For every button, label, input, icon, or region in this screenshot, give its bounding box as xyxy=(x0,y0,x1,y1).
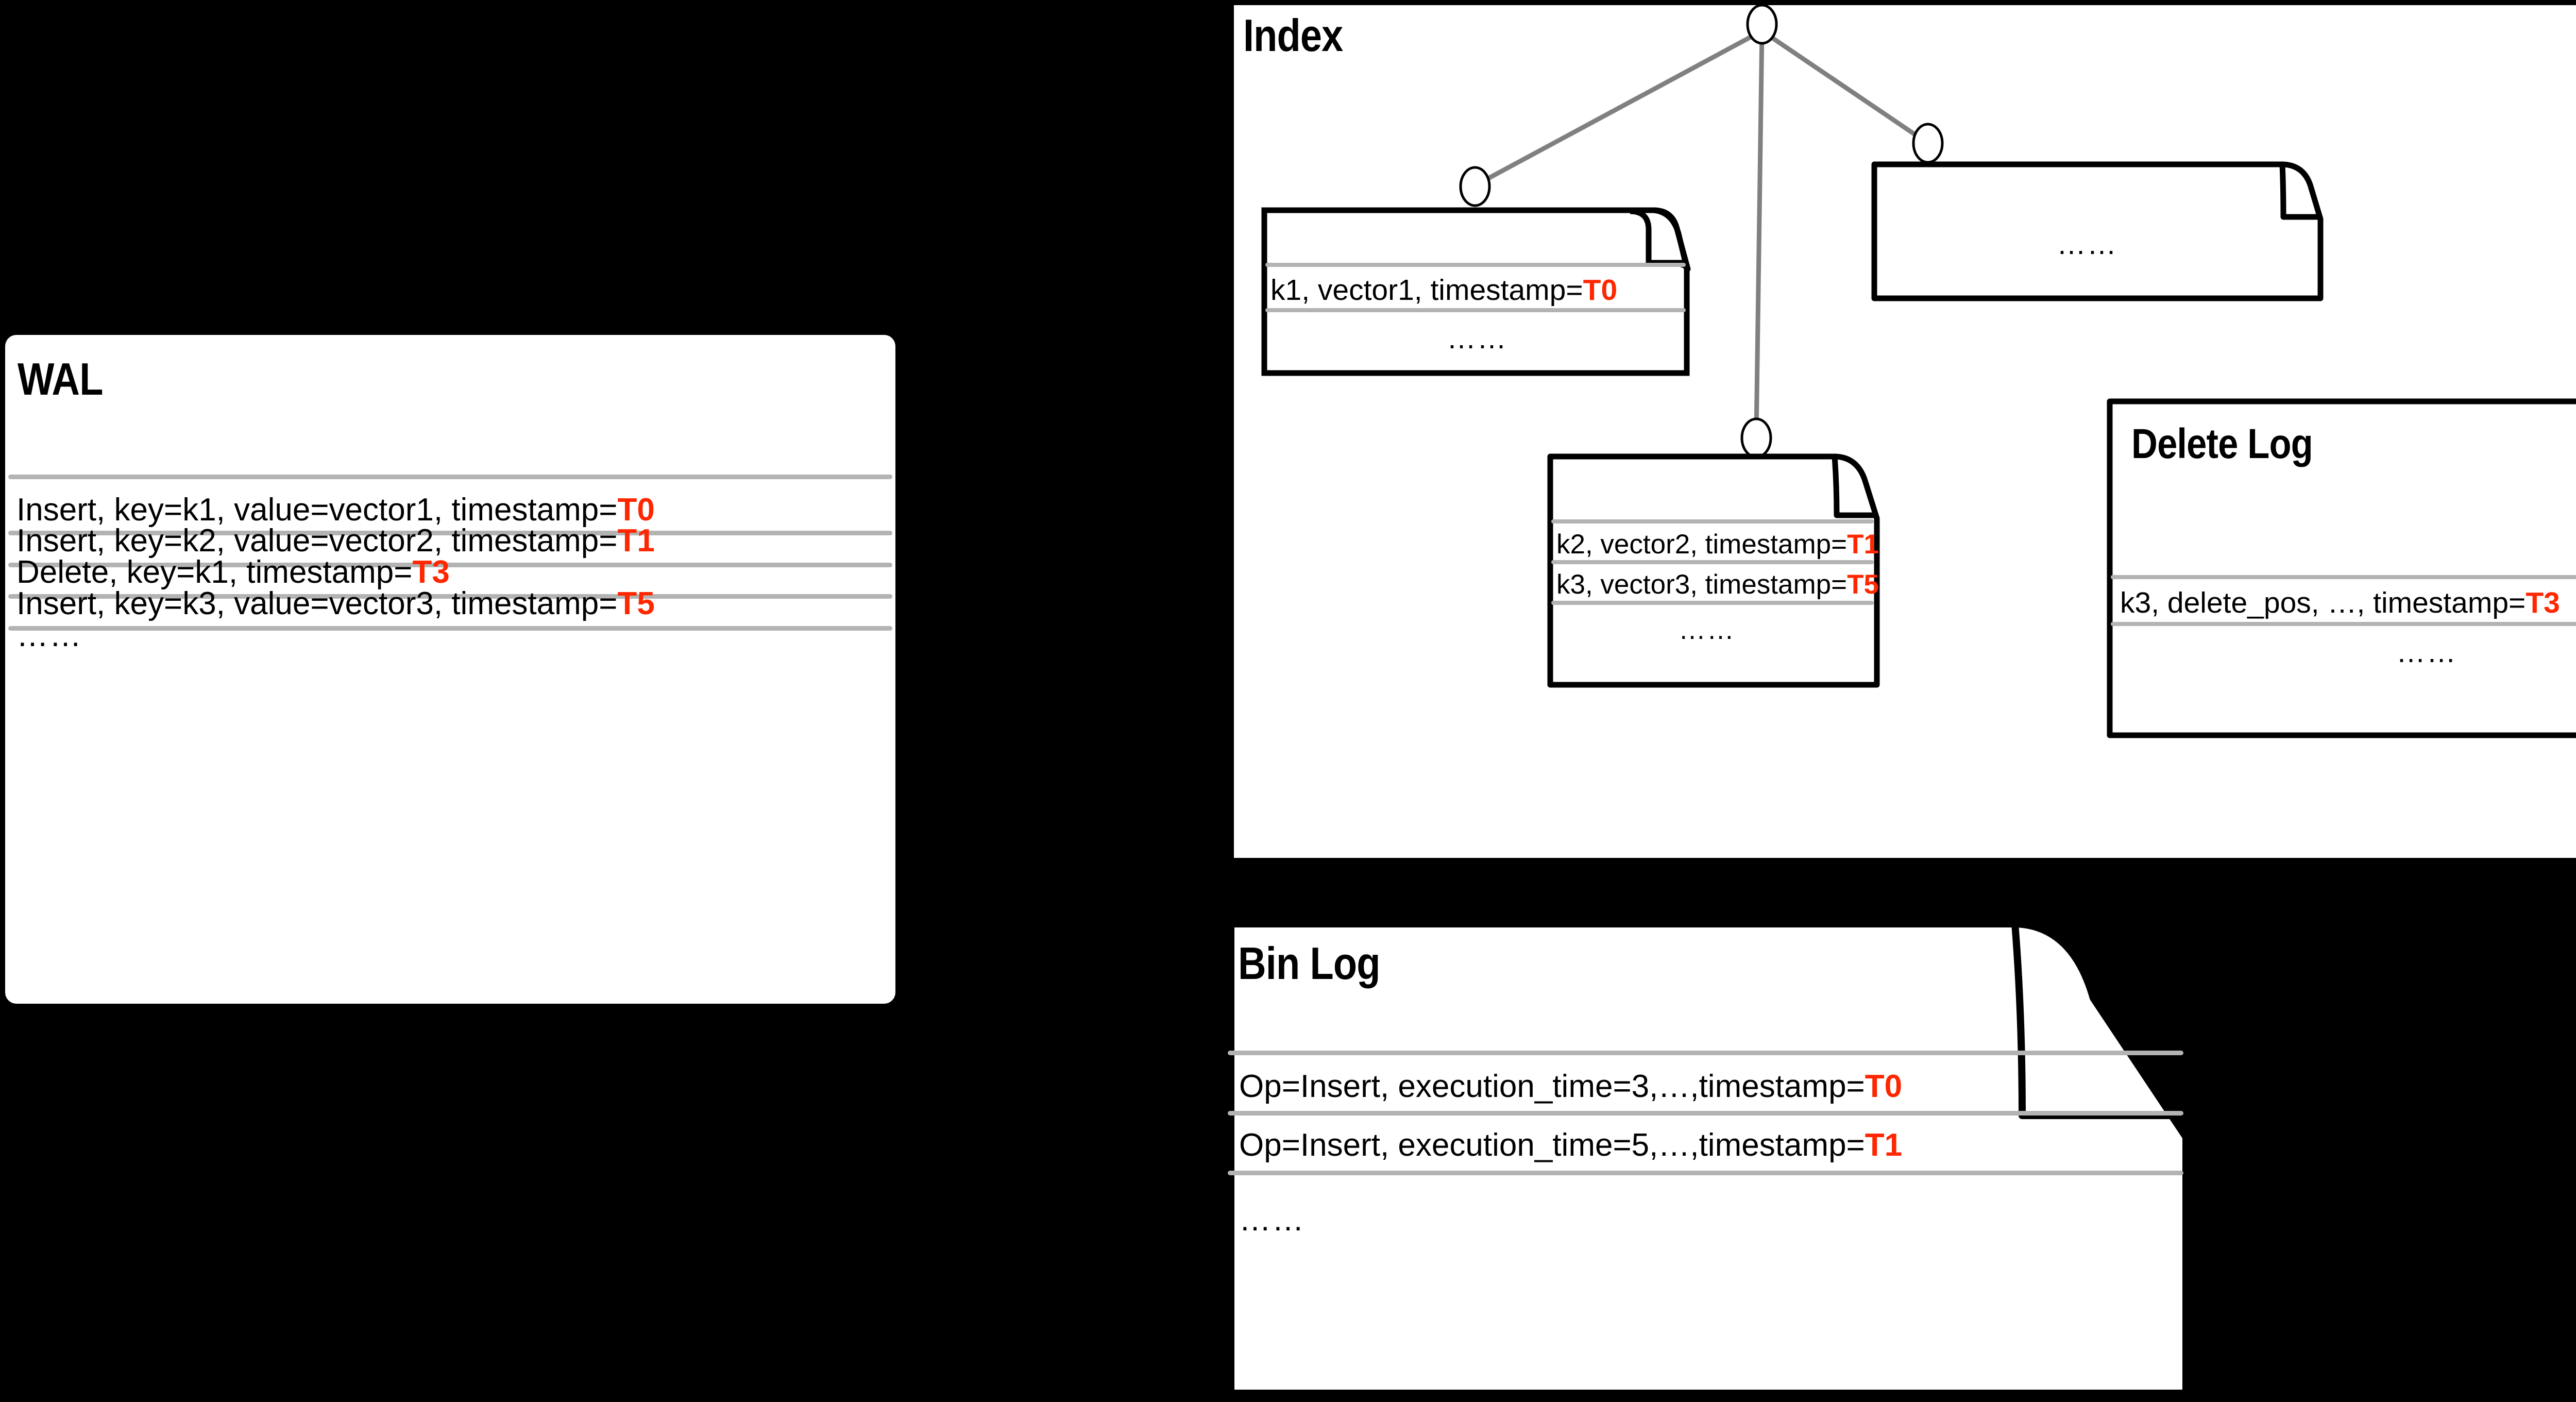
leaf-k2k3-row-1-text: k3, vector3, timestamp= xyxy=(1556,569,1848,600)
child-node-left xyxy=(1459,166,1491,207)
tree-edge-root-right xyxy=(1760,29,1929,145)
delete-log-separator xyxy=(2111,622,2576,626)
wal-row-2-text: Delete, key=k1, timestamp= xyxy=(16,554,413,590)
wal-separator xyxy=(8,475,892,479)
wal-row-1-text: Insert, key=k2, value=vector2, timestamp… xyxy=(16,523,618,559)
leaf-k1-row-0: k1, vector1, timestamp=T0 xyxy=(1270,273,1617,307)
wal-panel: WAL Insert, key=k1, value=vector1, times… xyxy=(5,335,895,1004)
index-leaf-more: …… xyxy=(1871,161,2324,301)
leaf-k2k3-row-1: k3, vector3, timestamp=T5 xyxy=(1556,569,1879,600)
tree-edge-root-middle xyxy=(1754,30,1765,433)
leaf-k2k3-row-0: k2, vector2, timestamp=T1 xyxy=(1556,529,1879,560)
delete-log-row-0: k3, delete_pos, …, timestamp=T3 xyxy=(2120,586,2560,620)
bin-log-row-0-timestamp: T0 xyxy=(1865,1069,1903,1104)
leaf-k2k3-row-0-text: k2, vector2, timestamp= xyxy=(1556,529,1848,560)
leaf-k2k3-separator xyxy=(1551,601,1874,605)
wal-row-0-text: Insert, key=k1, value=vector1, timestamp… xyxy=(16,492,618,528)
leaf-k2k3-separator xyxy=(1551,560,1874,564)
index-panel: Index xyxy=(1234,4,2576,858)
index-leaf-k1: k1, vector1, timestamp=T0 …… xyxy=(1261,207,1691,376)
wal-separator xyxy=(8,531,892,535)
leaf-k2k3-row-0-timestamp: T1 xyxy=(1847,529,1879,560)
bin-log-separator xyxy=(1228,1051,2183,1055)
delete-log-row-0-text: k3, delete_pos, …, timestamp= xyxy=(2120,586,2526,619)
wal-title: WAL xyxy=(18,353,103,404)
bin-log-separator xyxy=(1228,1111,2183,1116)
wal-separator xyxy=(8,594,892,599)
leaf-more-ellipsis: …… xyxy=(2057,228,2117,261)
delete-log-row-0-timestamp: T3 xyxy=(2526,586,2560,619)
bin-log-separator xyxy=(1228,1171,2183,1175)
bin-log-row-0: Op=Insert, execution_time=3,…,timestamp=… xyxy=(1239,1068,1902,1105)
wal-row-3: Insert, key=k3, value=vector3, timestamp… xyxy=(16,585,655,622)
bin-log-ellipsis: …… xyxy=(1239,1202,1305,1238)
leaf-k2k3-row-1-timestamp: T5 xyxy=(1847,569,1879,600)
delete-log-ellipsis: …… xyxy=(2396,636,2457,669)
child-node-middle xyxy=(1740,417,1772,459)
bin-log-panel: Bin Log Op=Insert, execution_time=3,…,ti… xyxy=(1227,920,2222,1397)
delete-log-title: Delete Log xyxy=(2131,420,2313,467)
bin-log-title: Bin Log xyxy=(1238,938,1380,989)
leaf-k2k3-ellipsis: …… xyxy=(1679,615,1735,645)
wal-row-1: Insert, key=k2, value=vector2, timestamp… xyxy=(16,522,655,559)
wal-row-1-timestamp: T1 xyxy=(617,523,655,559)
leaf-k1-separator xyxy=(1265,308,1686,312)
index-leaf-k2-k3: k2, vector2, timestamp=T1 k3, vector3, t… xyxy=(1547,453,1882,688)
bin-log-row-1-text: Op=Insert, execution_time=5,…,timestamp= xyxy=(1239,1127,1865,1163)
index-title: Index xyxy=(1243,10,1343,61)
wal-row-3-text: Insert, key=k3, value=vector3, timestamp… xyxy=(16,586,618,621)
wal-separator xyxy=(8,626,892,631)
leaf-k1-ellipsis: …… xyxy=(1447,322,1507,355)
delete-log-separator xyxy=(2111,575,2576,579)
bin-log-row-0-text: Op=Insert, execution_time=3,…,timestamp= xyxy=(1239,1069,1865,1104)
bin-log-row-1: Op=Insert, execution_time=5,…,timestamp=… xyxy=(1239,1127,1902,1163)
leaf-k2k3-separator xyxy=(1551,519,1874,523)
delete-log-box: Delete Log k3, delete_pos, …, timestamp=… xyxy=(2107,398,2576,738)
leaf-k1-separator xyxy=(1265,263,1686,267)
bin-log-row-1-timestamp: T1 xyxy=(1865,1127,1903,1163)
root-node xyxy=(1746,4,1778,45)
leaf-k1-row-0-timestamp: T0 xyxy=(1583,274,1618,307)
wal-row-2: Delete, key=k1, timestamp=T3 xyxy=(16,554,450,590)
wal-row-3-timestamp: T5 xyxy=(617,586,655,621)
wal-row-0: Insert, key=k1, value=vector1, timestamp… xyxy=(16,492,655,528)
wal-separator xyxy=(8,563,892,567)
leaf-k1-row-0-text: k1, vector1, timestamp= xyxy=(1270,274,1583,307)
tree-edge-root-left xyxy=(1473,29,1764,188)
wal-ellipsis: …… xyxy=(16,618,82,653)
wal-row-0-timestamp: T0 xyxy=(617,492,655,528)
wal-row-2-timestamp: T3 xyxy=(412,554,450,590)
child-node-right xyxy=(1912,123,1944,164)
